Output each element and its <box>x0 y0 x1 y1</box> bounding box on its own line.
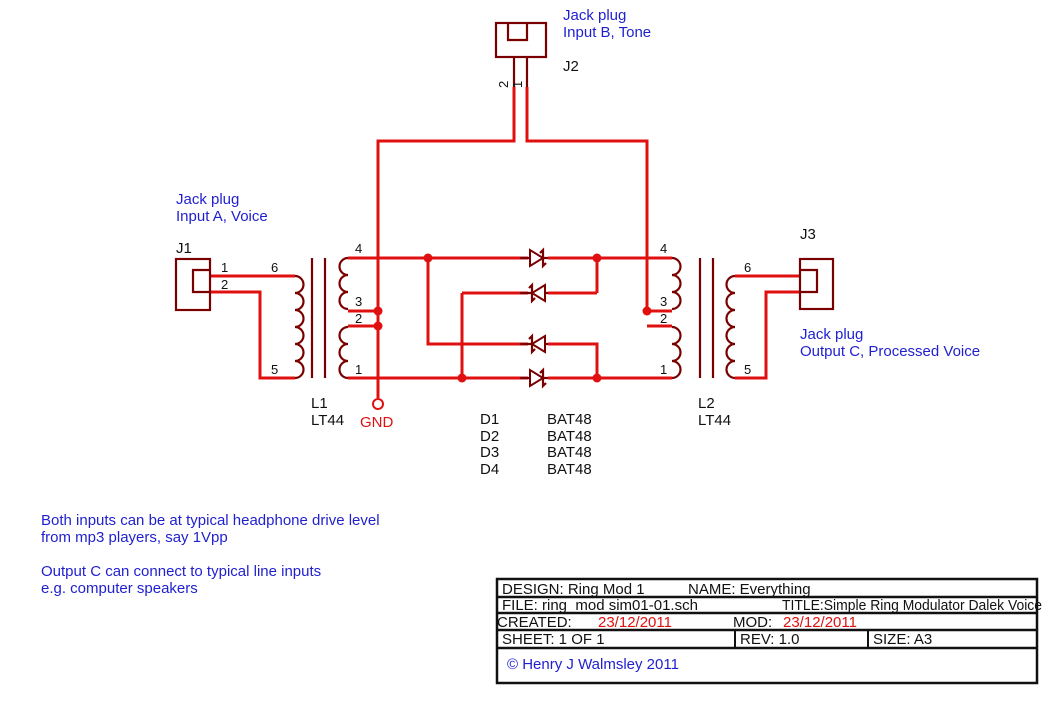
note-line: Both inputs can be at typical headphone … <box>41 512 380 529</box>
wires <box>210 87 800 398</box>
j1-subtitle: Input A, Voice <box>176 208 268 225</box>
tb-name: NAME: Everything <box>688 581 811 598</box>
j3-ref: J3 <box>800 226 816 243</box>
jack-j1: Jack plug Input A, Voice J1 1 2 <box>174 191 268 312</box>
tb-created-label: CREATED: <box>497 614 572 631</box>
title-block: DESIGN: Ring Mod 1 NAME: Everything FILE… <box>495 577 1042 685</box>
l1-pin2: 2 <box>355 311 362 326</box>
transformer-l2: 4 3 2 1 6 5 L2 LT44 <box>660 241 751 429</box>
l1-pin5: 5 <box>271 362 278 377</box>
tb-file: FILE: ring_mod sim01-01.sch <box>502 597 698 614</box>
j1-ref: J1 <box>176 240 192 257</box>
transformer-l1: 6 5 4 3 2 1 L1 LT44 <box>271 241 362 429</box>
j1-pin2: 2 <box>221 277 228 292</box>
note-line: from mp3 players, say 1Vpp <box>41 529 228 546</box>
tb-rev: REV: 1.0 <box>740 631 799 648</box>
tb-mod-value: 23/12/2011 <box>783 614 857 631</box>
j1-title: Jack plug <box>176 191 239 208</box>
tb-created-value: 23/12/2011 <box>598 614 672 631</box>
l2-ref: L2 <box>698 395 715 412</box>
l2-pin2: 2 <box>660 311 667 326</box>
notes: Both inputs can be at typical headphone … <box>41 512 380 597</box>
j2-pin2: 2 <box>496 81 511 88</box>
tb-copyright: © Henry J Walmsley 2011 <box>507 656 679 673</box>
l1-pin1: 1 <box>355 362 362 377</box>
diode-symbol <box>520 367 548 389</box>
junctions <box>373 253 652 383</box>
j2-subtitle: Input B, Tone <box>563 24 651 41</box>
l2-pin3: 3 <box>660 294 667 309</box>
d3-value: BAT48 <box>547 444 592 461</box>
l1-pin3: 3 <box>355 294 362 309</box>
d4-value: BAT48 <box>547 461 592 478</box>
l2-value: LT44 <box>698 412 731 429</box>
j2-ref: J2 <box>563 58 579 75</box>
diode-list: D1 BAT48 D2 BAT48 D3 BAT48 D4 BAT48 <box>480 411 592 478</box>
tb-title: TITLE:Simple Ring Modulator Dalek Voice <box>782 597 1042 614</box>
l1-ref: L1 <box>311 395 328 412</box>
jack-j2: Jack plug Input B, Tone J2 2 1 <box>494 7 651 88</box>
tb-mod-label: MOD: <box>733 614 772 631</box>
diodes <box>520 247 548 389</box>
gnd-symbol: GND <box>360 398 394 431</box>
d2-value: BAT48 <box>547 428 592 445</box>
j1-pin1: 1 <box>221 260 228 275</box>
d2-ref: D2 <box>480 428 499 445</box>
note-line: Output C can connect to typical line inp… <box>41 563 321 580</box>
diode-symbol <box>520 282 548 304</box>
l1-pin4: 4 <box>355 241 362 256</box>
l1-value: LT44 <box>311 412 344 429</box>
j3-subtitle: Output C, Processed Voice <box>800 343 980 360</box>
l2-pin1: 1 <box>660 362 667 377</box>
d3-ref: D3 <box>480 444 499 461</box>
j2-pin1: 1 <box>510 81 525 88</box>
l2-pin5: 5 <box>744 362 751 377</box>
jack-j3: J3 Jack plug Output C, Processed Voice <box>798 226 980 360</box>
note-line: e.g. computer speakers <box>41 580 198 597</box>
diode-symbol <box>520 333 548 355</box>
d1-ref: D1 <box>480 411 499 428</box>
l2-pin4: 4 <box>660 241 667 256</box>
diode-symbol <box>520 247 548 269</box>
d1-value: BAT48 <box>547 411 592 428</box>
tb-design: DESIGN: Ring Mod 1 <box>502 581 645 598</box>
l1-pin6: 6 <box>271 260 278 275</box>
j3-title: Jack plug <box>800 326 863 343</box>
d4-ref: D4 <box>480 461 499 478</box>
l2-pin6: 6 <box>744 260 751 275</box>
tb-sheet: SHEET: 1 OF 1 <box>502 631 605 648</box>
j2-title: Jack plug <box>563 7 626 24</box>
gnd-label: GND <box>360 414 394 431</box>
tb-size: SIZE: A3 <box>873 631 932 648</box>
